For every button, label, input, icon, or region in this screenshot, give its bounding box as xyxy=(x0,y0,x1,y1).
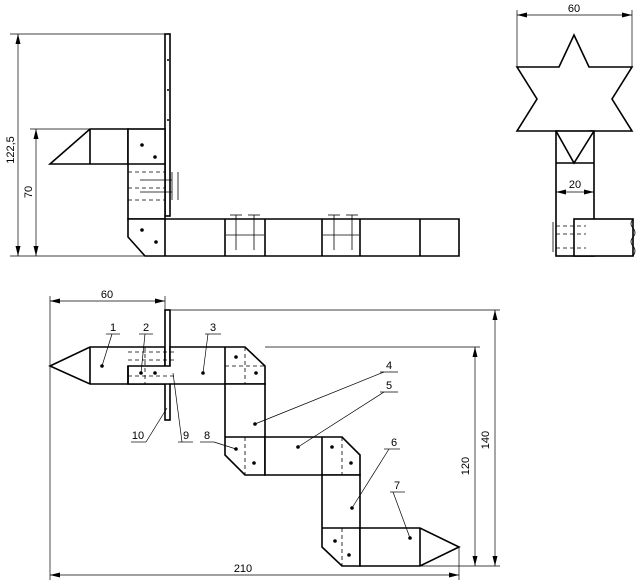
front-upper-beam xyxy=(47,128,129,165)
side-view: 60 20 xyxy=(515,3,636,257)
callout-10: 10 xyxy=(132,430,144,442)
front-view: 122,5 70 xyxy=(5,33,460,257)
dim-front-height-lower: 70 xyxy=(23,186,35,198)
dim-side-width-post: 20 xyxy=(569,179,581,191)
callout-4: 4 xyxy=(386,360,392,372)
callout-6: 6 xyxy=(391,437,397,449)
callout-9: 9 xyxy=(183,430,189,442)
front-vertical-plate xyxy=(164,33,171,217)
callout-7: 7 xyxy=(394,480,400,492)
dim-plan-depth-inner: 120 xyxy=(460,457,472,475)
callout-1: 1 xyxy=(110,322,116,334)
dim-plan-offset: 60 xyxy=(101,289,113,301)
dim-side-width-top: 60 xyxy=(568,3,580,15)
callout-2: 2 xyxy=(143,322,149,334)
plan-view: 1 2 3 4 5 6 7 8 9 10 60 210 120 140 xyxy=(48,289,500,580)
dim-plan-length: 210 xyxy=(234,563,252,575)
dim-front-height-total: 122,5 xyxy=(5,136,17,164)
callout-8: 8 xyxy=(204,430,210,442)
callout-5: 5 xyxy=(386,380,392,392)
front-lower-beam xyxy=(127,218,460,257)
dim-plan-depth-outer: 140 xyxy=(480,431,492,449)
callout-3: 3 xyxy=(210,322,216,334)
